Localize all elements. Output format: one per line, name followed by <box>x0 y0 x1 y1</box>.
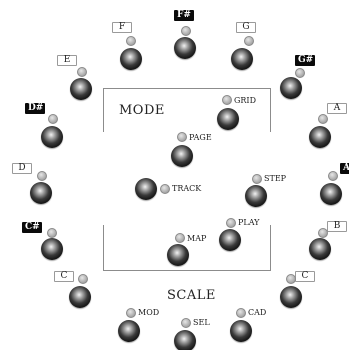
sel-label: SEL <box>193 319 210 327</box>
led-play <box>226 218 236 228</box>
note-button-e[interactable] <box>70 78 92 100</box>
led-g <box>244 36 254 46</box>
scale-frame-left <box>103 225 104 270</box>
led-sel <box>181 318 191 328</box>
mod-button[interactable] <box>118 320 140 342</box>
scale-title: SCALE <box>167 289 216 302</box>
mode-frame-left <box>103 88 104 132</box>
mod-label: MOD <box>138 309 159 317</box>
step-button[interactable] <box>245 185 267 207</box>
note-button-c-sharp[interactable] <box>41 238 63 260</box>
map-button[interactable] <box>167 244 189 266</box>
mode-frame-top <box>103 88 271 89</box>
note-label-c-sharp: C# <box>22 222 42 233</box>
note-button-c-left[interactable] <box>69 286 91 308</box>
note-label-f-sharp: F# <box>174 10 194 21</box>
note-label-d: D <box>12 163 32 174</box>
note-button-a[interactable] <box>309 126 331 148</box>
map-label: MAP <box>187 235 206 243</box>
cad-button[interactable] <box>230 320 252 342</box>
mode-title: MODE <box>119 104 165 117</box>
note-label-c-left: C <box>54 271 74 282</box>
led-b <box>318 228 328 238</box>
note-label-g: G <box>236 22 256 33</box>
step-label: STEP <box>264 175 286 183</box>
scale-frame-bottom <box>103 270 271 271</box>
track-label: TRACK <box>172 185 201 193</box>
note-button-f[interactable] <box>120 48 142 70</box>
note-button-d-sharp[interactable] <box>41 126 63 148</box>
led-f-sharp <box>181 26 191 36</box>
note-button-f-sharp[interactable] <box>174 37 196 59</box>
note-label-b: B <box>327 221 347 232</box>
note-button-d[interactable] <box>30 182 52 204</box>
led-step <box>252 174 262 184</box>
note-button-b[interactable] <box>309 238 331 260</box>
track-button[interactable] <box>135 178 157 200</box>
play-label: PLAY <box>238 219 259 227</box>
cad-label: CAD <box>248 309 266 317</box>
note-label-d-sharp: D# <box>25 103 45 114</box>
led-e <box>77 67 87 77</box>
note-label-e: E <box>57 55 77 66</box>
led-c-left <box>78 274 88 284</box>
mode-frame-right <box>270 88 271 132</box>
led-c-sharp <box>47 228 57 238</box>
led-c-right <box>286 274 296 284</box>
led-mod <box>126 308 136 318</box>
note-button-g-sharp[interactable] <box>280 77 302 99</box>
note-label-g-sharp: G# <box>295 55 315 66</box>
led-a-sharp <box>328 171 338 181</box>
grid-label: GRID <box>234 97 256 105</box>
led-g-sharp <box>295 68 305 78</box>
sel-button[interactable] <box>174 330 196 350</box>
led-f <box>126 36 136 46</box>
led-d <box>37 171 47 181</box>
note-label-f: F <box>112 22 132 33</box>
scale-frame-right <box>270 225 271 270</box>
led-page <box>177 132 187 142</box>
page-button[interactable] <box>171 145 193 167</box>
play-button[interactable] <box>219 229 241 251</box>
led-cad <box>236 308 246 318</box>
note-label-a: A <box>327 103 347 114</box>
led-track <box>160 184 170 194</box>
led-map <box>175 233 185 243</box>
note-button-a-sharp[interactable] <box>320 183 342 205</box>
page-label: PAGE <box>189 134 212 142</box>
note-label-a-sharp: A# <box>340 163 349 174</box>
grid-button[interactable] <box>217 108 239 130</box>
note-button-g[interactable] <box>231 48 253 70</box>
note-label-c-right: C <box>295 271 315 282</box>
led-a <box>318 114 328 124</box>
note-button-c-right[interactable] <box>280 286 302 308</box>
led-grid <box>222 95 232 105</box>
led-d-sharp <box>48 114 58 124</box>
